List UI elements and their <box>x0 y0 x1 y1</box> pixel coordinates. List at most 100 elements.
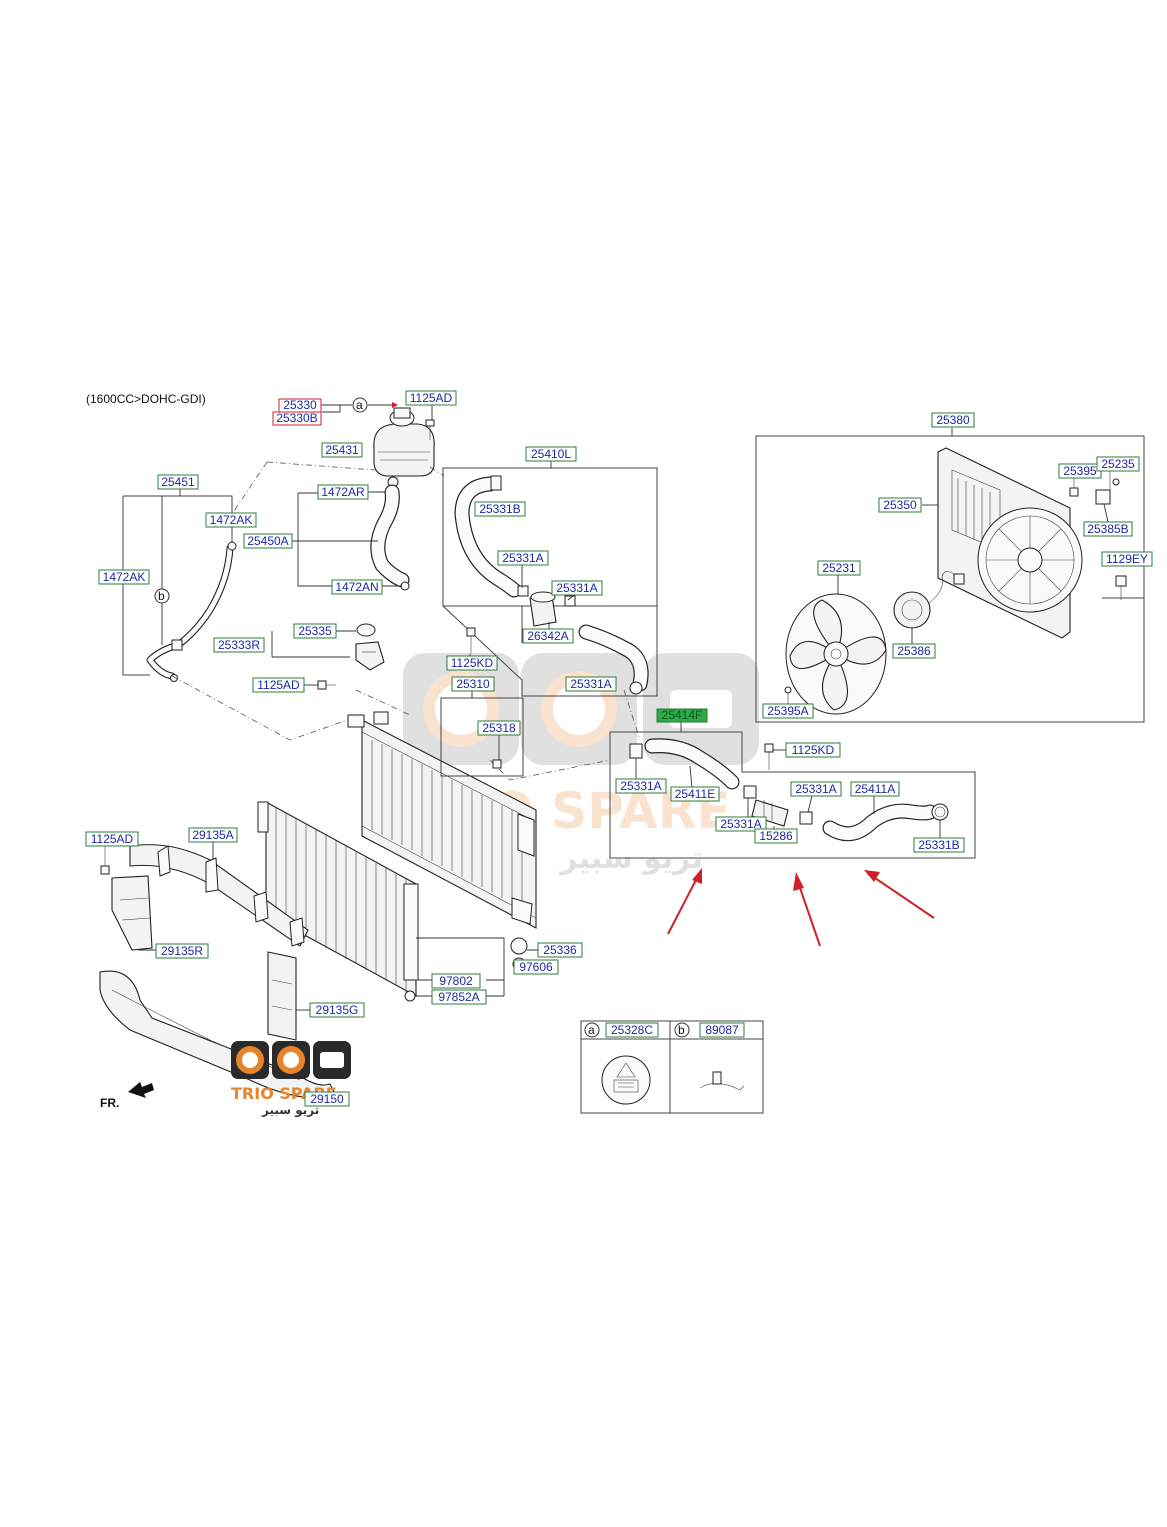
hose-25411A <box>822 803 938 842</box>
bolt-icon <box>100 846 110 875</box>
part-number-text: 25451 <box>161 475 195 489</box>
part-number-text: 1125KD <box>792 743 835 757</box>
part-label-15286: 15286 <box>754 828 798 844</box>
part-number-text: 1125AD <box>91 832 134 846</box>
guide-29135R <box>111 875 153 951</box>
part-label-25331a_c: 25331A <box>565 676 617 692</box>
part-number-text: 25331A <box>795 782 836 796</box>
part-label-1125ad_top: 1125AD <box>405 390 457 406</box>
part-number-text: 89087 <box>705 1023 739 1037</box>
part-label-25331a_e: 25331A <box>715 816 767 832</box>
bolt-icon <box>1115 575 1127 600</box>
part-label-89087: 89087 <box>699 1022 745 1038</box>
bolt-icon <box>425 419 435 440</box>
guide-29135G <box>267 951 297 1041</box>
front-arrow-icon <box>128 1082 154 1098</box>
part-label-25331b_a: 25331B <box>474 501 526 517</box>
fan-motor <box>893 571 965 629</box>
highlight-arrows <box>667 868 935 947</box>
callout-a-circle <box>352 397 368 413</box>
part-number-text: 25450A <box>247 534 288 548</box>
part-label-25410l: 25410L <box>525 446 577 462</box>
pipe-15286 <box>743 785 813 827</box>
part-label-1472ak_a: 1472AK <box>205 512 257 528</box>
bracket-29135A <box>129 844 309 947</box>
part-number-text: 1125AD <box>410 391 453 405</box>
direction-label: FR. <box>100 1096 119 1110</box>
part-label-25331a_b: 25331A <box>551 580 603 596</box>
part-number-text: 25411A <box>855 782 895 796</box>
part-number-text: 25411E <box>675 787 715 801</box>
part-number-text: 25395 <box>1063 464 1097 478</box>
part-number-text: 29150 <box>310 1092 344 1106</box>
bolt-icon <box>764 743 774 770</box>
part-number-text: 1472AR <box>321 485 365 499</box>
part-number-text: 25350 <box>883 498 917 512</box>
part-number-text: 1125AD <box>257 678 300 692</box>
part-label-25431: 25431 <box>321 442 363 458</box>
callout-b-circle <box>154 588 170 604</box>
part-label-29135g: 29135G <box>309 1002 365 1018</box>
part-label-25231: 25231 <box>817 560 861 576</box>
warning-label-icon <box>601 1055 651 1105</box>
legend-a-letter: a <box>588 1023 595 1037</box>
part-number-text: 25331A <box>620 779 661 793</box>
diagram-title: (1600CC>DOHC-GDI) <box>86 392 206 406</box>
part-label-97606: 97606 <box>513 959 559 975</box>
part-label-1129ey: 1129EY <box>1101 551 1153 567</box>
part-label-25450a: 25450A <box>243 533 293 549</box>
fan-blade <box>785 593 887 715</box>
part-label-1125kd_a: 1125KD <box>446 655 498 671</box>
part-label-25330: 25330 <box>278 398 322 413</box>
part-number-text: 25331A <box>720 817 761 831</box>
part-label-25395: 25395 <box>1058 463 1102 479</box>
reservoir-tank <box>373 407 435 488</box>
part-label-25451: 25451 <box>157 474 199 490</box>
hose-25410L-lower <box>578 624 649 695</box>
part-number-text: 29135R <box>161 944 203 958</box>
part-number-text: 25395A <box>767 704 808 718</box>
part-number-text: 25310 <box>456 677 490 691</box>
hose-25451 <box>146 541 237 682</box>
part-number-text: 25386 <box>897 644 931 658</box>
pipe-26342A <box>517 585 576 627</box>
part-number-text: 25410L <box>531 447 571 461</box>
part-label-97852a: 97852A <box>431 989 487 1005</box>
part-label-25411a: 25411A <box>850 781 900 797</box>
part-number-text: 97802 <box>439 974 473 988</box>
clamp-icon <box>931 803 949 821</box>
part-number-text: 1472AN <box>335 580 378 594</box>
bolt-icon <box>317 680 336 690</box>
part-number-text: 25331A <box>502 551 543 565</box>
part-label-29135r: 29135R <box>155 943 209 959</box>
part-label-1472an: 1472AN <box>331 579 383 595</box>
part-number-text: 25331B <box>479 502 520 516</box>
frame-25310 <box>440 697 524 777</box>
bolt-icon <box>1069 478 1079 497</box>
legend-table: a b <box>580 1020 764 1114</box>
part-label-1125ad_left: 1125AD <box>85 831 139 847</box>
part-label-97802: 97802 <box>431 973 481 989</box>
part-number-text: 26342A <box>527 629 568 643</box>
part-label-25333r: 25333R <box>213 637 265 653</box>
part-number-text: 25431 <box>325 443 359 457</box>
part-label-25331a_a: 25331A <box>497 550 549 566</box>
part-number-text: 25335 <box>298 624 332 638</box>
part-number-text: 25331B <box>918 838 959 852</box>
part-label-25335: 25335 <box>293 623 337 639</box>
part-number-text: 25380 <box>936 413 970 427</box>
part-number-text: 25414F <box>662 708 703 722</box>
part-number-text: 25331A <box>556 581 597 595</box>
part-label-25411e: 25411E <box>670 786 720 802</box>
condenser <box>257 801 419 1002</box>
part-label-25235: 25235 <box>1096 456 1140 472</box>
callout-b-letter: b <box>158 589 165 603</box>
part-number-text: 1472AK <box>103 570 146 584</box>
part-number-text: 97852A <box>438 990 479 1004</box>
part-number-text: 29135G <box>316 1003 359 1017</box>
hose-25450A <box>370 484 410 591</box>
hose-25410L-upper <box>454 475 522 598</box>
part-label-25330b: 25330B <box>272 411 322 426</box>
part-label-25336: 25336 <box>537 942 583 958</box>
part-number-text: 25318 <box>482 721 516 735</box>
